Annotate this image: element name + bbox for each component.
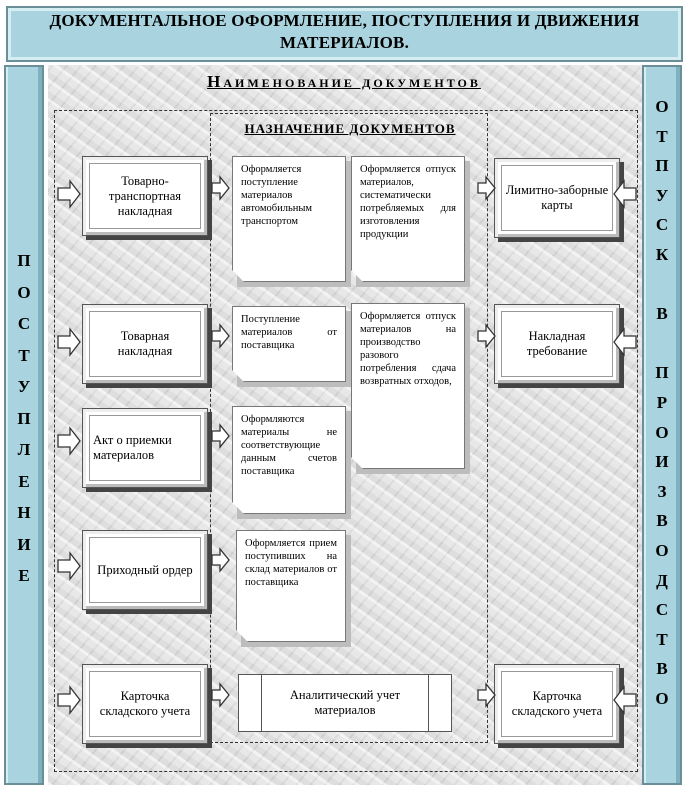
vertical-letter: К: [655, 244, 669, 264]
vertical-letter: П: [655, 156, 669, 176]
doc-order: Приходный ордер: [82, 530, 208, 610]
vertical-letter: О: [655, 688, 669, 708]
vertical-letter: У: [17, 377, 31, 396]
analytic-label: Аналитический учет материалов: [289, 688, 401, 717]
vertical-letter: Л: [17, 440, 31, 459]
left-side-bar: [4, 65, 44, 785]
purpose-dashed-frame: [210, 113, 488, 743]
vertical-letter: У: [655, 185, 669, 205]
vertical-letter: В: [656, 659, 668, 679]
note-ttn: Оформляется поступление материалов автом…: [232, 156, 346, 282]
title-banner: [6, 6, 683, 62]
doc-card-left: Карточка складского учета: [82, 664, 208, 744]
vertical-letter: П: [17, 408, 31, 428]
vertical-letter: Н: [17, 503, 31, 522]
vertical-letter: О: [655, 97, 669, 116]
vertical-letter: Р: [656, 392, 668, 412]
vertical-letter: П: [17, 251, 31, 270]
vertical-letter: О: [655, 422, 669, 442]
vertical-letter: С: [17, 314, 31, 333]
doc-act: Акт о приемки материалов: [82, 408, 208, 488]
doc-tn: Товарная накладная: [82, 304, 208, 384]
vertical-letter: П: [655, 363, 669, 383]
note-order: Оформляется прием поступивших на склад м…: [236, 530, 346, 642]
vertical-letter: Т: [656, 126, 668, 146]
note-tn: Поступление материалов от поставщика: [232, 306, 346, 382]
vertical-letter: С: [655, 600, 669, 620]
header-purpose: НАЗНАЧЕНИЕ ДОКУМЕНТОВ: [244, 121, 456, 136]
vertical-letter: О: [655, 540, 669, 560]
note-act: Оформляются материалы не соответствующие…: [232, 406, 346, 514]
doc-card-right: Карточка складского учета: [494, 664, 620, 744]
doc-requisition: Накладная требование: [494, 304, 620, 384]
vertical-letter: С: [655, 215, 669, 235]
vertical-letter: Е: [18, 471, 30, 491]
vertical-letter: [642, 329, 682, 359]
vertical-letter: [642, 270, 682, 300]
doc-limit-cards: Лимитно-заборные карты: [494, 158, 620, 238]
analytic-accounting-box: Аналитический учет материалов: [238, 674, 452, 732]
vertical-letter: И: [17, 534, 31, 554]
vertical-letter: Е: [18, 566, 30, 585]
note-requisition: Оформляется отпуск материалов на произво…: [351, 303, 465, 469]
vertical-letter: Д: [656, 570, 668, 590]
page-title: ДОКУМЕНТАЛЬНОЕ ОФОРМЛЕНИЕ, ПОСТУПЛЕНИЯ И…: [49, 11, 640, 52]
vertical-letter: В: [656, 511, 668, 531]
vertical-letter: О: [17, 282, 31, 302]
vertical-letter: И: [655, 452, 669, 472]
vertical-letter: Т: [656, 629, 668, 649]
doc-ttn: Товарно-транспортная накладная: [82, 156, 208, 236]
vertical-letter: З: [657, 481, 667, 501]
note-limit: Оформляется отпуск материалов, системати…: [351, 156, 465, 282]
vertical-letter: Т: [18, 345, 30, 365]
vertical-letter: В: [656, 304, 668, 324]
header-documents: Наименование документов: [207, 72, 481, 91]
outer-dashed-frame: [54, 110, 638, 772]
right-side-bar: [642, 65, 682, 785]
